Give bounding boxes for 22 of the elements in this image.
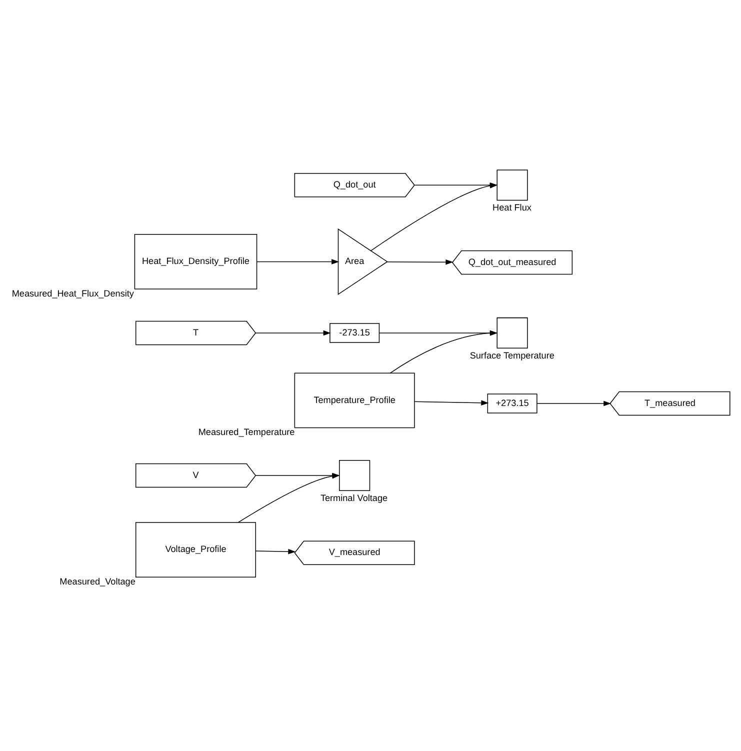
arrow — [256, 258, 340, 264]
arrow — [536, 400, 612, 406]
node-label: Measured_Temperature — [198, 426, 295, 437]
node-box — [496, 169, 528, 200]
node-label: Terminal Voltage — [320, 492, 388, 502]
node-box: Heat_Flux_Density_Profile — [134, 234, 258, 289]
node-box — [496, 316, 528, 348]
arrow — [378, 330, 498, 336]
node-box: +273.15 — [487, 393, 538, 413]
node-box — [339, 459, 370, 491]
arrow — [255, 548, 296, 554]
node-label: Surface Temperature — [470, 350, 554, 360]
arrow — [386, 258, 454, 264]
arrow — [255, 330, 331, 336]
node-label: Measured_Heat_Flux_Density — [12, 288, 134, 298]
node-box: -273.15 — [330, 322, 380, 342]
node-label: Heat Flux — [492, 202, 532, 212]
arrow — [390, 330, 498, 373]
arrow — [414, 400, 489, 406]
node-label: Measured_Voltage — [60, 576, 136, 586]
node-box: Temperature_Profile — [294, 372, 415, 428]
node-box: Voltage_Profile — [135, 522, 256, 577]
